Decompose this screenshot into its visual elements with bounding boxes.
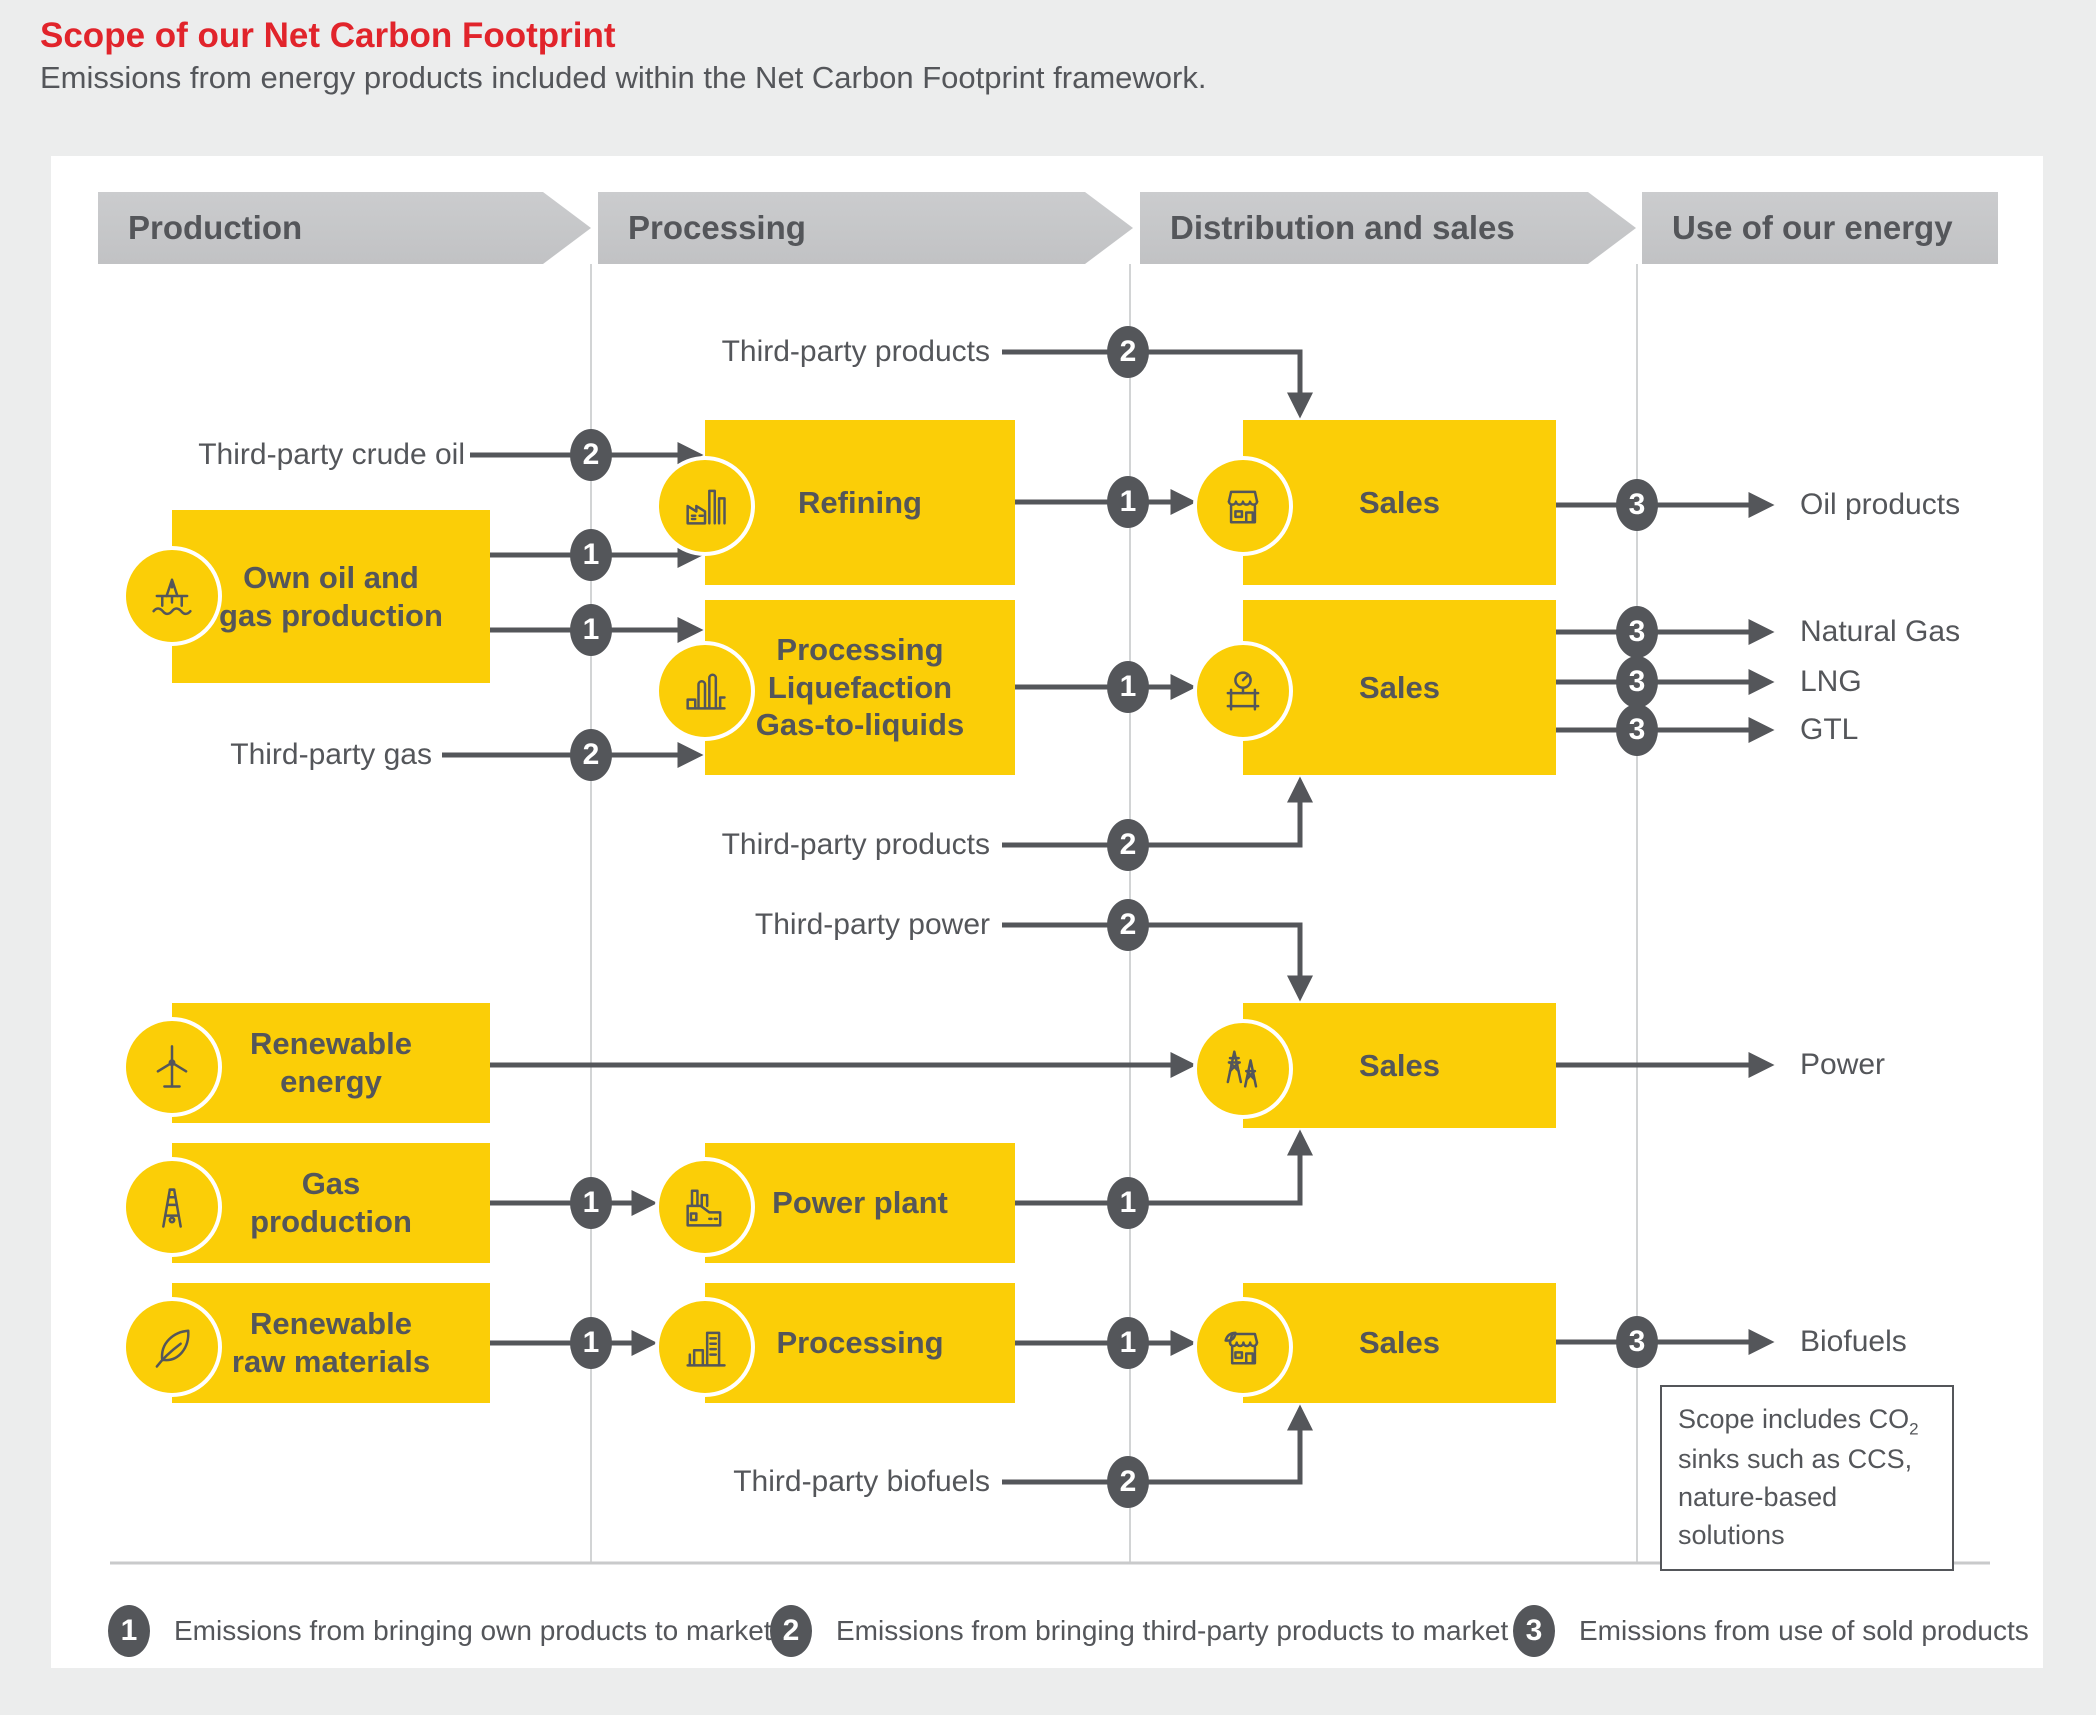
- badge-1: 1: [570, 604, 612, 656]
- box-sales-power: Sales: [1243, 1003, 1556, 1128]
- storefront-leaf-icon: [1193, 1297, 1293, 1397]
- label-third-party-products-bottom: Third-party products: [721, 828, 990, 861]
- box-sales-biofuels: Sales: [1243, 1283, 1556, 1403]
- output-lng: LNG: [1800, 665, 1862, 698]
- badge-1: 1: [570, 529, 612, 581]
- legend-item-1: 1 Emissions from bringing own products t…: [108, 1605, 772, 1657]
- box-processing-liquefaction: Processing Liquefaction Gas-to-liquids: [705, 600, 1015, 775]
- box-sales-oil: Sales: [1243, 420, 1556, 585]
- box-sales-gas: Sales: [1243, 600, 1556, 775]
- badge-1: 1: [1107, 476, 1149, 528]
- output-gtl: GTL: [1800, 713, 1859, 746]
- column-banner-label: Use of our energy: [1672, 209, 1953, 246]
- box-renewable-energy: Renewable energy: [172, 1003, 490, 1123]
- column-banner-label: Distribution and sales: [1170, 209, 1515, 246]
- legend-item-2: 2 Emissions from bringing third-party pr…: [770, 1605, 1508, 1657]
- note-line3: nature-based solutions: [1678, 1481, 1838, 1550]
- badge-1: 1: [570, 1177, 612, 1229]
- drilling-derrick-icon: [122, 1157, 222, 1257]
- factory-icon: [655, 1157, 755, 1257]
- note-line2: sinks such as CCS,: [1678, 1444, 1913, 1475]
- storefront-icon: [1193, 456, 1293, 556]
- scope-note: Scope includes CO2 sinks such as CCS, na…: [1660, 1385, 1954, 1571]
- legend-label-2: Emissions from bringing third-party prod…: [836, 1615, 1509, 1646]
- label-third-party-products-top: Third-party products: [721, 335, 990, 368]
- buildings-icon: [655, 1297, 755, 1397]
- badge-2: 2: [570, 429, 612, 481]
- output-oil-products: Oil products: [1800, 488, 1961, 521]
- badge-2: 2: [570, 729, 612, 781]
- column-banner-label: Processing: [628, 209, 806, 246]
- badge-2: 2: [1107, 819, 1149, 871]
- column-banner-processing: Processing: [598, 192, 1133, 264]
- leaf-icon: [122, 1297, 222, 1397]
- box-gas-production: Gas production: [172, 1143, 490, 1263]
- column-banner-distribution: Distribution and sales: [1140, 192, 1636, 264]
- label-third-party-gas: Third-party gas: [230, 738, 432, 771]
- pipeline-gauge-icon: [1193, 641, 1293, 741]
- badge-1: 1: [1107, 1177, 1149, 1229]
- legend-badge-3: 3: [1513, 1605, 1555, 1657]
- output-power: Power: [1800, 1048, 1886, 1081]
- legend-badge-2: 2: [770, 1605, 812, 1657]
- label-third-party-power: Third-party power: [754, 908, 990, 941]
- box-refining: Refining: [705, 420, 1015, 585]
- badge-2: 2: [1107, 1456, 1149, 1508]
- note-co2-subscript: 2: [1909, 1419, 1919, 1439]
- refinery-icon: [655, 456, 755, 556]
- badge-1: 1: [1107, 1317, 1149, 1369]
- box-processing: Processing: [705, 1283, 1015, 1403]
- column-banner-use-of-energy: Use of our energy: [1642, 192, 1998, 264]
- label-third-party-biofuels: Third-party biofuels: [733, 1465, 990, 1498]
- badge-3: 3: [1616, 704, 1658, 756]
- legend-label-1: Emissions from bringing own products to …: [174, 1615, 772, 1646]
- badge-1: 1: [570, 1317, 612, 1369]
- output-biofuels: Biofuels: [1800, 1325, 1907, 1358]
- badge-3: 3: [1616, 479, 1658, 531]
- wind-turbine-icon: [122, 1017, 222, 1117]
- box-own-oil-gas-production: Own oil and gas production: [172, 510, 490, 683]
- page-title: Scope of our Net Carbon Footprint: [40, 16, 616, 55]
- gas-plant-icon: [655, 641, 755, 741]
- badge-3: 3: [1616, 1316, 1658, 1368]
- badge-2: 2: [1107, 899, 1149, 951]
- box-power-plant: Power plant: [705, 1143, 1015, 1263]
- output-natural-gas: Natural Gas: [1800, 615, 1961, 648]
- box-renewable-raw-materials: Renewable raw materials: [172, 1283, 490, 1403]
- column-banner-production: Production: [98, 192, 591, 264]
- oil-platform-icon: [122, 546, 222, 646]
- legend-item-3: 3 Emissions from use of sold products: [1513, 1605, 2029, 1657]
- badge-1: 1: [1107, 661, 1149, 713]
- legend-badge-1: 1: [108, 1605, 150, 1657]
- badge-2: 2: [1107, 326, 1149, 378]
- column-banner-label: Production: [128, 209, 303, 246]
- legend-label-3: Emissions from use of sold products: [1579, 1615, 2029, 1646]
- label-third-party-crude-oil: Third-party crude oil: [198, 438, 465, 471]
- note-line1: Scope includes CO: [1678, 1404, 1910, 1434]
- badge-3: 3: [1616, 606, 1658, 658]
- badge-3: 3: [1616, 656, 1658, 708]
- transmission-towers-icon: [1193, 1019, 1293, 1119]
- page-subtitle: Emissions from energy products included …: [40, 60, 1207, 95]
